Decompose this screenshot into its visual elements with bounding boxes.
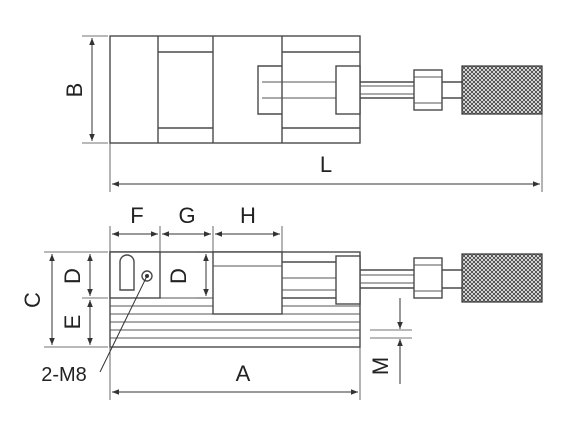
top-view: B L xyxy=(62,35,543,192)
dim-d-inner-label: D xyxy=(166,268,191,284)
knurled-knob-side xyxy=(461,253,543,303)
dim-a-label: A xyxy=(236,361,251,386)
movable-jaw-side xyxy=(212,251,283,315)
screw-nut-top xyxy=(335,65,361,115)
screw-nut-side xyxy=(335,255,361,305)
jaw-slot xyxy=(119,254,135,291)
dim-l-label: L xyxy=(320,152,332,177)
screw-collar-side xyxy=(413,257,443,299)
dim-g-label: G xyxy=(178,203,195,228)
dim-d-label: D xyxy=(60,268,85,284)
thread-hole-icon xyxy=(141,270,153,282)
thread-label: 2-M8 xyxy=(41,364,87,386)
dim-e-label: E xyxy=(60,315,85,330)
dim-c-label: C xyxy=(20,292,45,308)
vise-body-top xyxy=(109,35,361,144)
dim-f-label: F xyxy=(130,203,143,228)
side-view: F G H C D E D A M 2-M8 xyxy=(20,203,543,400)
dim-h-label: H xyxy=(240,203,256,228)
knurled-knob-top xyxy=(461,65,543,115)
thread-leader-line xyxy=(99,275,148,373)
screw-collar-top xyxy=(413,69,443,111)
dim-m-label: M xyxy=(368,357,393,375)
dim-b-label: B xyxy=(62,83,87,98)
